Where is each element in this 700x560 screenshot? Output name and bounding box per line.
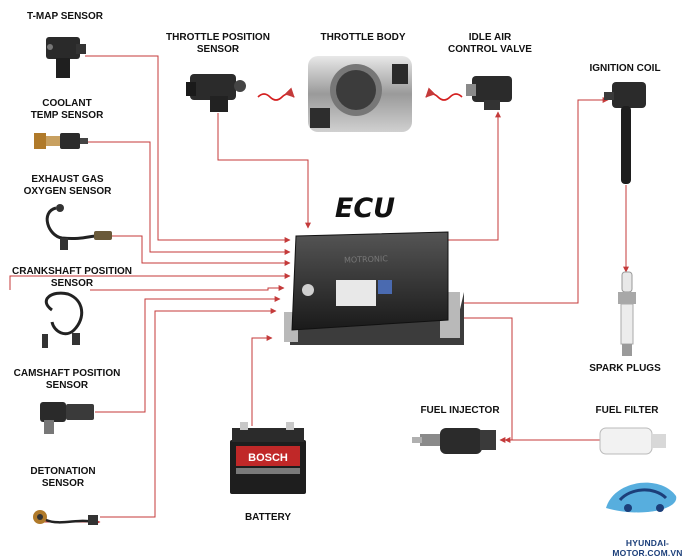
wire-coolant [88, 141, 291, 255]
spark-plug-icon [618, 271, 636, 356]
crankshaft-position-sensor-label: CRANKSHAFT POSITION SENSOR [12, 266, 132, 289]
watermark-car-logo-icon [606, 482, 677, 513]
battery-icon: BOSCH [230, 422, 306, 494]
throttle-body-icon [308, 56, 412, 132]
ecu-unit: MOTRONIC [284, 231, 464, 345]
wire-fuel-injector [460, 317, 513, 443]
wire-detonation-a [100, 308, 277, 518]
coolant-temp-sensor-label: COOLANT TEMP SENSOR [30, 98, 104, 121]
fuel-injector-icon [412, 428, 496, 454]
tmap-sensor-icon [46, 37, 86, 78]
camshaft-sensor-icon [40, 402, 94, 434]
oxygen-sensor-icon [45, 204, 112, 250]
throttle-position-sensor-icon [186, 74, 246, 112]
wavy-iacv-throttle [425, 87, 463, 101]
wire-crankshaft [9, 273, 291, 290]
sensor-wires [9, 55, 629, 525]
spark-plugs-label: SPARK PLUGS [589, 363, 661, 374]
ignition-coil-icon [604, 82, 646, 184]
idle-air-control-valve-icon [466, 76, 512, 110]
battery-brand-label: BOSCH [248, 452, 288, 464]
throttle-position-sensor-label: THROTTLE POSITION SENSOR [166, 32, 270, 55]
idle-air-control-valve-label: IDLE AIR CONTROL VALVE [448, 32, 532, 55]
detonation-sensor-icon [33, 510, 98, 525]
crankshaft-sensor-icon [42, 291, 84, 348]
wire-camshaft [95, 296, 281, 413]
tmap-sensor-label: T-MAP SENSOR [27, 11, 103, 22]
camshaft-position-sensor-label: CAMSHAFT POSITION SENSOR [13, 368, 121, 391]
wavy-tps-throttle [257, 87, 295, 101]
wire-tmap [85, 55, 291, 243]
coolant-temp-sensor-icon [34, 133, 88, 149]
fuel-filter-label: FUEL FILTER [595, 405, 659, 416]
ecu-brand-label: MOTRONIC [344, 254, 389, 265]
wire-oxygen [112, 235, 291, 266]
wire-tps [217, 113, 311, 229]
wire-ignition [462, 97, 609, 304]
ecu-title: ECU [334, 193, 396, 224]
fuel-injector-label: FUEL INJECTOR [420, 405, 500, 416]
fuel-filter-icon [599, 427, 666, 455]
ignition-coil-label: IGNITION COIL [589, 63, 661, 74]
watermark-text: HYUNDAI-MOTOR.COM.VN [612, 538, 683, 558]
detonation-sensor-label: DETONATION SENSOR [30, 466, 96, 489]
wire-idle-air [440, 111, 501, 241]
wire-battery [251, 335, 273, 426]
battery-label: BATTERY [244, 512, 292, 523]
throttle-body-label: THROTTLE BODY [320, 32, 406, 43]
exhaust-gas-oxygen-sensor-label: EXHAUST GAS OXYGEN SENSOR [23, 174, 112, 197]
wire-crankshaft-b [90, 285, 285, 291]
